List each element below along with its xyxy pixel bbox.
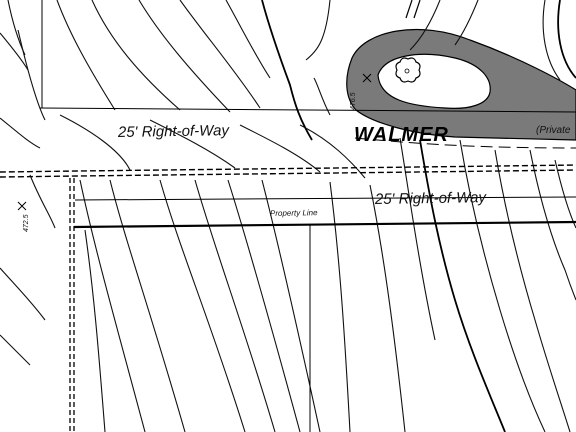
row-label-upper: 25' Right-of-Way [117, 122, 231, 141]
property-line-label: Property Line [270, 208, 318, 218]
row-line-upper [39, 107, 576, 113]
row-line-lower [74, 196, 576, 201]
row-label-lower: 25' Right-of-Way [374, 189, 488, 208]
street-label: WALMER [354, 124, 449, 146]
private-label: (Private [536, 125, 571, 136]
road-edge [0, 164, 576, 178]
fence-line [69, 178, 75, 432]
tree-symbol [395, 57, 421, 83]
curb-line [354, 137, 576, 149]
spot-elevation-label-1: 472.5 [23, 214, 30, 232]
property-line [73, 220, 576, 229]
north-tick [405, 0, 413, 19]
north-tick-2 [413, 0, 421, 19]
spot-elevation-label-2: 476.5 [350, 92, 357, 110]
spot-elevation-x [17, 73, 372, 211]
